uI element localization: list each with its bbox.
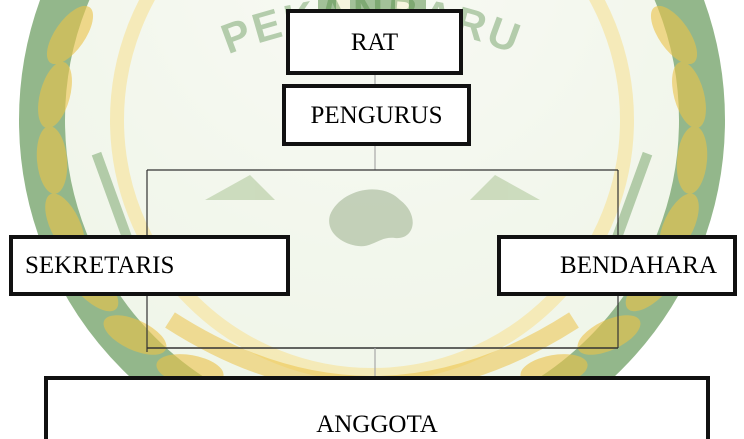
rat-label: RAT: [350, 28, 399, 56]
bendahara-label: BENDAHARA: [560, 252, 717, 279]
laurel-left: [36, 5, 224, 386]
pengurus-box: PENGURUS: [282, 84, 471, 146]
laurel-right: [520, 5, 708, 386]
anggota-box: ANGGOTA: [44, 376, 710, 439]
sekretaris-label: SEKRETARIS: [25, 252, 175, 279]
pengurus-label: PENGURUS: [310, 101, 443, 129]
sekretaris-box: SEKRETARIS: [9, 235, 290, 296]
rat-box: RAT: [286, 9, 463, 75]
bendahara-box: BENDAHARA: [497, 235, 737, 296]
anggota-label: ANGGOTA: [316, 411, 438, 438]
